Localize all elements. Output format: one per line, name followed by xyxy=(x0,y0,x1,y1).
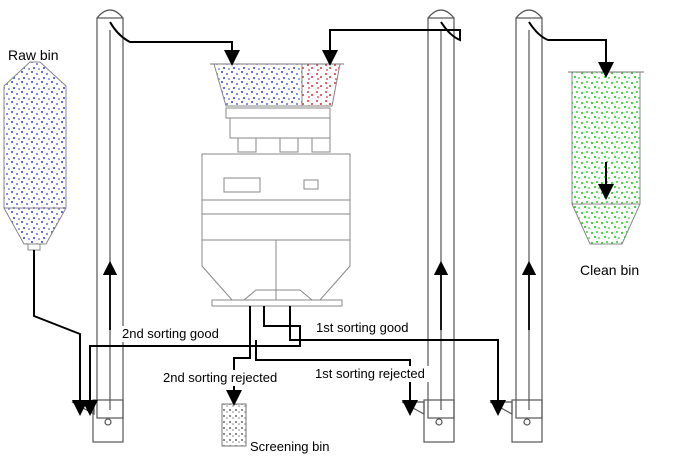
flow-lines xyxy=(33,21,614,416)
first-rejected-label: 1st sorting rejected xyxy=(315,366,425,381)
raw-bin xyxy=(3,61,67,251)
clean-bin-label: Clean bin xyxy=(580,262,639,278)
screening-bin-label: Screening bin xyxy=(250,439,330,454)
elevator-up-arrows xyxy=(102,260,537,330)
first-good-label: 1st sorting good xyxy=(316,320,409,335)
first-rejected-label-bg xyxy=(312,366,436,382)
color-sorter-machine xyxy=(201,107,351,307)
second-rejected-label-bg xyxy=(160,370,288,386)
second-good-label: 2nd sorting good xyxy=(122,326,219,341)
second-rejected-label: 2nd sorting rejected xyxy=(163,370,277,385)
clean-bin xyxy=(568,71,644,245)
second-good-label-bg xyxy=(118,326,236,342)
sorter-hopper xyxy=(210,63,344,107)
screening-bin xyxy=(221,403,247,447)
bucket-elevator-2 xyxy=(401,9,455,443)
first-good-label-bg xyxy=(312,320,424,336)
raw-bin-label: Raw bin xyxy=(8,47,59,63)
